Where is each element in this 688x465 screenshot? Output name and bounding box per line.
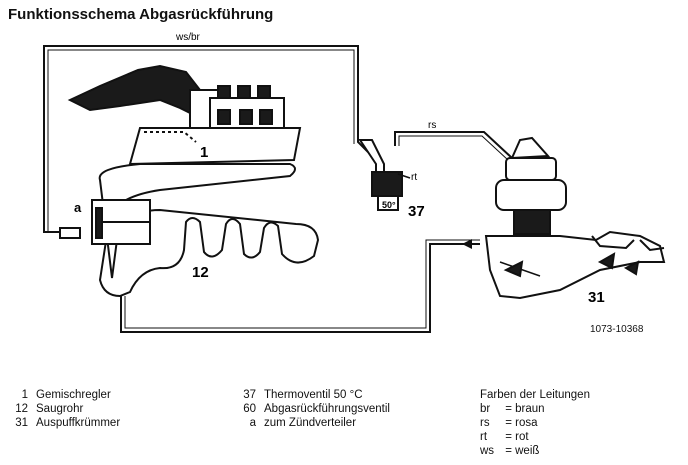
thermo-valve — [358, 139, 411, 211]
callout-a: a — [74, 200, 82, 215]
line-label-rs: rs — [428, 120, 436, 131]
mixture-regulator — [67, 64, 302, 166]
line-label-rt: rt — [411, 172, 417, 183]
figure-number: 1073-10368 — [590, 324, 644, 335]
intake-manifold — [59, 163, 320, 298]
vacuum-line-rs — [394, 131, 513, 159]
color-item: br = braun — [480, 403, 545, 415]
callout-12: 12 — [192, 264, 209, 281]
callout-1: 1 — [200, 144, 208, 161]
thermo-face-label: 50° — [382, 200, 396, 210]
color-item: rt = rot — [480, 431, 529, 443]
flow-arrow-icon — [462, 239, 472, 249]
diagram-title: Funktionsschema Abgasrückführung — [8, 6, 274, 23]
color-item: ws = weiß — [480, 445, 540, 457]
callout-37: 37 — [408, 203, 425, 220]
line-label-ws-br: ws/br — [175, 32, 201, 43]
egr-valve — [495, 136, 567, 235]
vacuum-line-bottom — [120, 243, 480, 333]
color-item: rs = rosa — [480, 417, 538, 429]
colors-title: Farben der Leitungen — [480, 389, 590, 401]
callout-31: 31 — [588, 289, 605, 306]
exhaust-manifold — [484, 230, 666, 300]
line-colors-legend: Farben der Leitungen br = braun rs = ros… — [480, 388, 590, 458]
vacuum-line-ws-br — [43, 45, 369, 233]
